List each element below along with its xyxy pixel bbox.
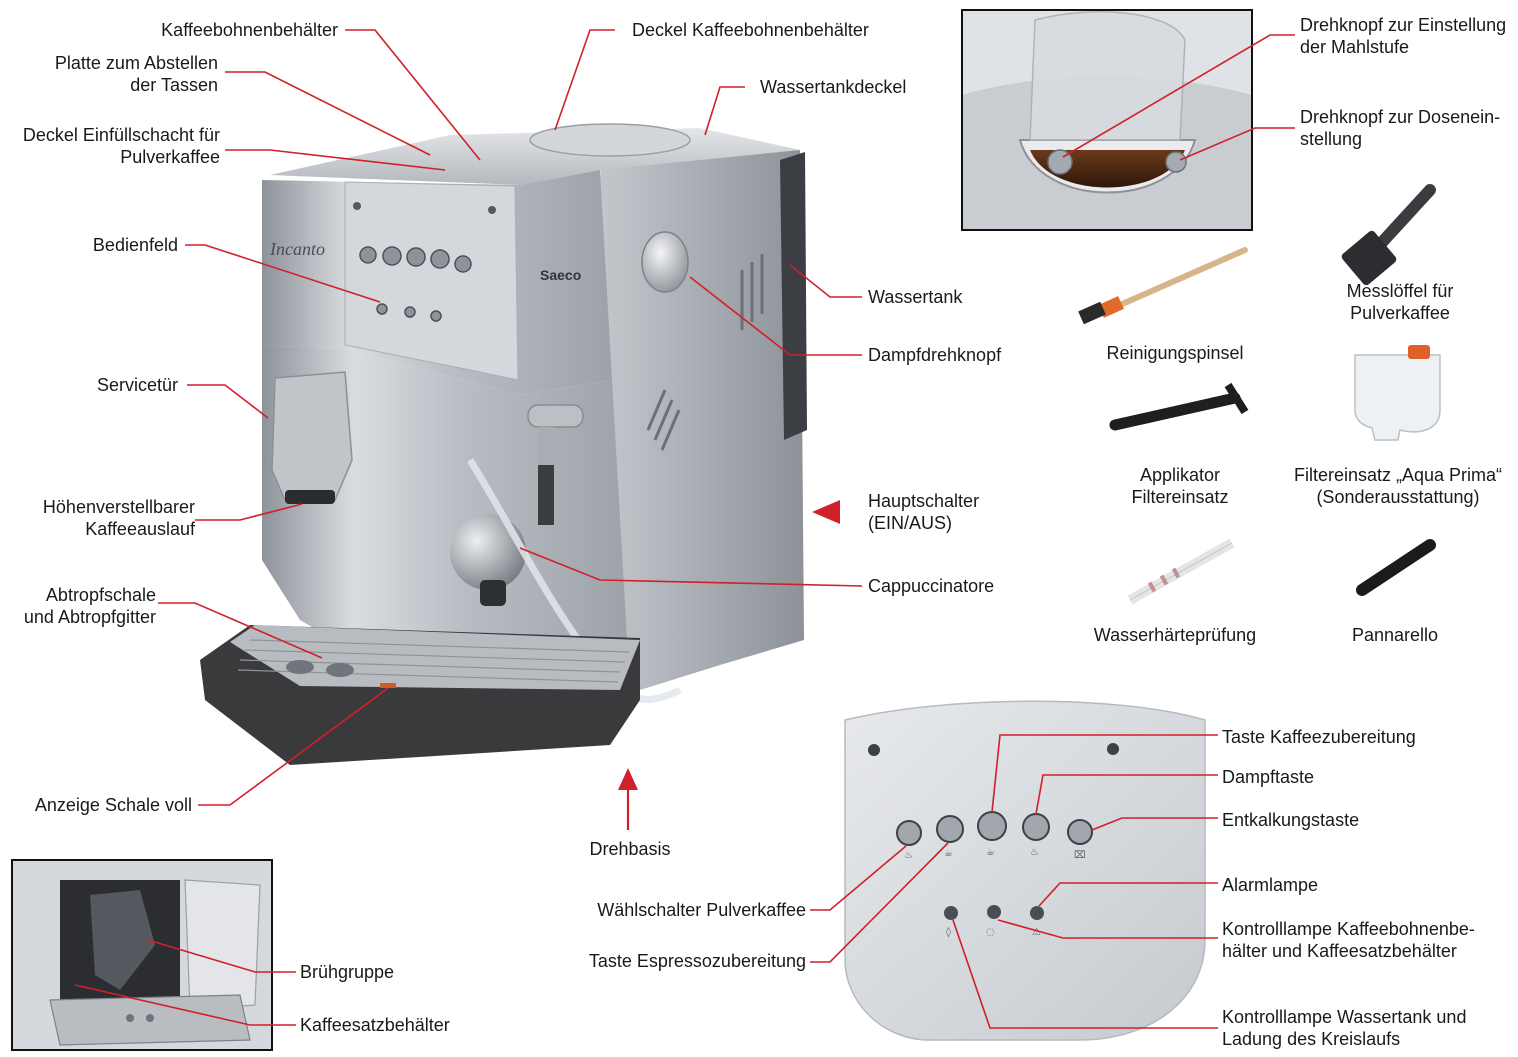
main-switch-arrow <box>812 500 840 524</box>
label-filtereinsatz-line2: (Sonderausstattung) <box>1316 487 1480 507</box>
label-dampfdrehknopf: Dampfdrehknopf <box>868 345 1002 365</box>
label-kontroll-bohnen-line1: Kontrolllampe Kaffeebohnenbe- <box>1222 919 1475 939</box>
label-abtropf-line2: und Abtropfgitter <box>23 607 156 627</box>
label-filtereinsatz: Filtereinsatz „Aqua Prima“ (Sonderaussta… <box>1278 464 1518 508</box>
label-dampftaste: Dampftaste <box>1222 767 1315 787</box>
coffee-machine: Incanto Saeco <box>200 123 807 765</box>
measuring-spoon-illustration <box>1341 184 1436 286</box>
filter-illustration <box>1354 345 1441 441</box>
svg-text:◌: ◌ <box>986 927 995 938</box>
label-anzeige-schale: Anzeige Schale voll <box>34 795 192 815</box>
label-mahlstufe: Drehknopf zur Einstellung der Mahlstufe <box>1300 14 1506 58</box>
control-panel-detail: ♨ ☕ ☕ ♨ ⌧ ◊ ◌ ⚠ <box>844 700 1206 1041</box>
label-kontroll-bohnen-line2: hälter und Kaffeesatzbehälter <box>1222 941 1457 961</box>
label-messloeffel-line2: Pulverkaffee <box>1350 303 1450 323</box>
label-waehlschalter: Wählschalter Pulverkaffee <box>597 900 806 920</box>
label-platte-line1: Platte zum Abstellen <box>54 53 218 73</box>
cappuccinatore-sphere <box>450 514 526 590</box>
label-deckel-einfuell: Deckel Einfüllschacht für Pulverkaffee <box>23 124 220 168</box>
bean-hopper-inset <box>961 9 1253 231</box>
water-tank-strip <box>780 152 807 440</box>
label-espresso: Taste Espressozubereitung <box>588 951 806 971</box>
label-alarmlampe: Alarmlampe <box>1222 875 1319 895</box>
label-taste-kaffee: Taste Kaffeezubereitung <box>1222 727 1416 747</box>
label-dosis-line2: stellung <box>1300 129 1363 149</box>
model-script: Incanto <box>269 239 325 259</box>
label-kaffeeauslauf: Höhenverstellbarer Kaffeeauslauf <box>43 496 195 540</box>
label-kontroll-bohnen: Kontrolllampe Kaffeebohnenbe- hälter und… <box>1222 918 1475 962</box>
label-hauptschalter: Hauptschalter (EIN/AUS) <box>868 490 979 534</box>
label-platte: Platte zum Abstellen der Tassen <box>55 52 218 96</box>
label-kaffeesatzbehaelter: Kaffeesatzbehälter <box>300 1015 450 1035</box>
label-cappuccinatore: Cappuccinatore <box>868 576 995 596</box>
label-bedienfeld: Bedienfeld <box>92 235 178 255</box>
label-servicetuer: Servicetür <box>96 375 178 395</box>
label-applikator: Applikator Filtereinsatz <box>1090 464 1270 508</box>
brew-group-inset <box>11 859 273 1051</box>
label-reinigungspinsel: Reinigungspinsel <box>1106 343 1244 363</box>
label-applikator-line2: Filtereinsatz <box>1131 487 1229 507</box>
svg-text:♨: ♨ <box>1030 847 1039 858</box>
test-strip-illustration <box>1127 538 1235 605</box>
leader-lines <box>74 29 1295 1029</box>
front-panel-plate <box>344 181 519 381</box>
label-abtropf-line1: Abtropfschale <box>45 585 156 605</box>
label-messloeffel: Messlöffel für Pulverkaffee <box>1310 280 1490 324</box>
bean-lid <box>529 123 691 157</box>
label-deckel-einfuell-line2: Pulverkaffee <box>120 147 220 167</box>
label-hauptschalter-line2: (EIN/AUS) <box>868 513 953 533</box>
svg-text:⌧: ⌧ <box>1074 850 1086 861</box>
label-platte-line2: der Tassen <box>130 75 218 95</box>
applicator-illustration <box>1109 382 1249 431</box>
side-vents <box>646 254 764 451</box>
svg-text:◊: ◊ <box>946 926 951 938</box>
brush-illustration <box>1078 247 1248 325</box>
label-drehbasis: Drehbasis <box>589 839 671 859</box>
label-kontroll-wasser-line1: Kontrolllampe Wassertank und <box>1222 1007 1467 1027</box>
label-hauptschalter-line1: Hauptschalter <box>868 491 980 511</box>
label-wassertank: Wassertank <box>868 287 963 307</box>
label-filtereinsatz-line1: Filtereinsatz „Aqua Prima“ <box>1293 465 1503 485</box>
svg-text:☕: ☕ <box>944 848 953 859</box>
label-kontroll-wasser: Kontrolllampe Wassertank und Ladung des … <box>1222 1006 1466 1050</box>
label-wassertankdeckel: Wassertankdeckel <box>760 77 907 97</box>
brand-logo: Saeco <box>540 267 581 283</box>
label-kaffeebohnenbehaelter: Kaffeebohnenbehälter <box>161 20 338 40</box>
label-dosis-line1: Drehknopf zur Dosenein- <box>1300 107 1501 127</box>
label-applikator-line1: Applikator <box>1139 465 1221 485</box>
label-deckel-kaffeebohnenbehaelter: Deckel Kaffeebohnenbehälter <box>632 20 869 40</box>
label-kaffeeauslauf-line2: Kaffeeauslauf <box>85 519 195 539</box>
svg-text:⚠: ⚠ <box>1032 927 1041 938</box>
label-kontroll-wasser-line2: Ladung des Kreislaufs <box>1222 1029 1401 1049</box>
label-abtropf: Abtropfschale und Abtropfgitter <box>24 584 156 628</box>
label-wasserhaerte: Wasserhärteprüfung <box>1093 625 1257 645</box>
label-pannarello: Pannarello <box>1351 625 1439 645</box>
label-messloeffel-line1: Messlöffel für <box>1346 281 1454 301</box>
machine-side <box>600 150 804 690</box>
pannarello-illustration <box>1356 539 1436 596</box>
machine-panel-buttons <box>359 246 472 322</box>
label-bruehgruppe: Brühgruppe <box>300 962 395 982</box>
label-deckel-einfuell-line1: Deckel Einfüllschacht für <box>22 125 220 145</box>
label-entkalkung: Entkalkungstaste <box>1222 810 1360 830</box>
rotating-base-arrow <box>618 768 638 790</box>
label-dosis: Drehknopf zur Dosenein- stellung <box>1300 106 1500 150</box>
label-kaffeeauslauf-line1: Höhenverstellbarer <box>42 497 195 517</box>
coffee-spout <box>271 371 353 501</box>
svg-text:♨: ♨ <box>904 850 913 861</box>
label-mahlstufe-line1: Drehknopf zur Einstellung <box>1300 15 1507 35</box>
svg-text:☕: ☕ <box>986 847 995 858</box>
label-mahlstufe-line2: der Mahlstufe <box>1300 37 1410 57</box>
steam-knob <box>641 231 689 293</box>
